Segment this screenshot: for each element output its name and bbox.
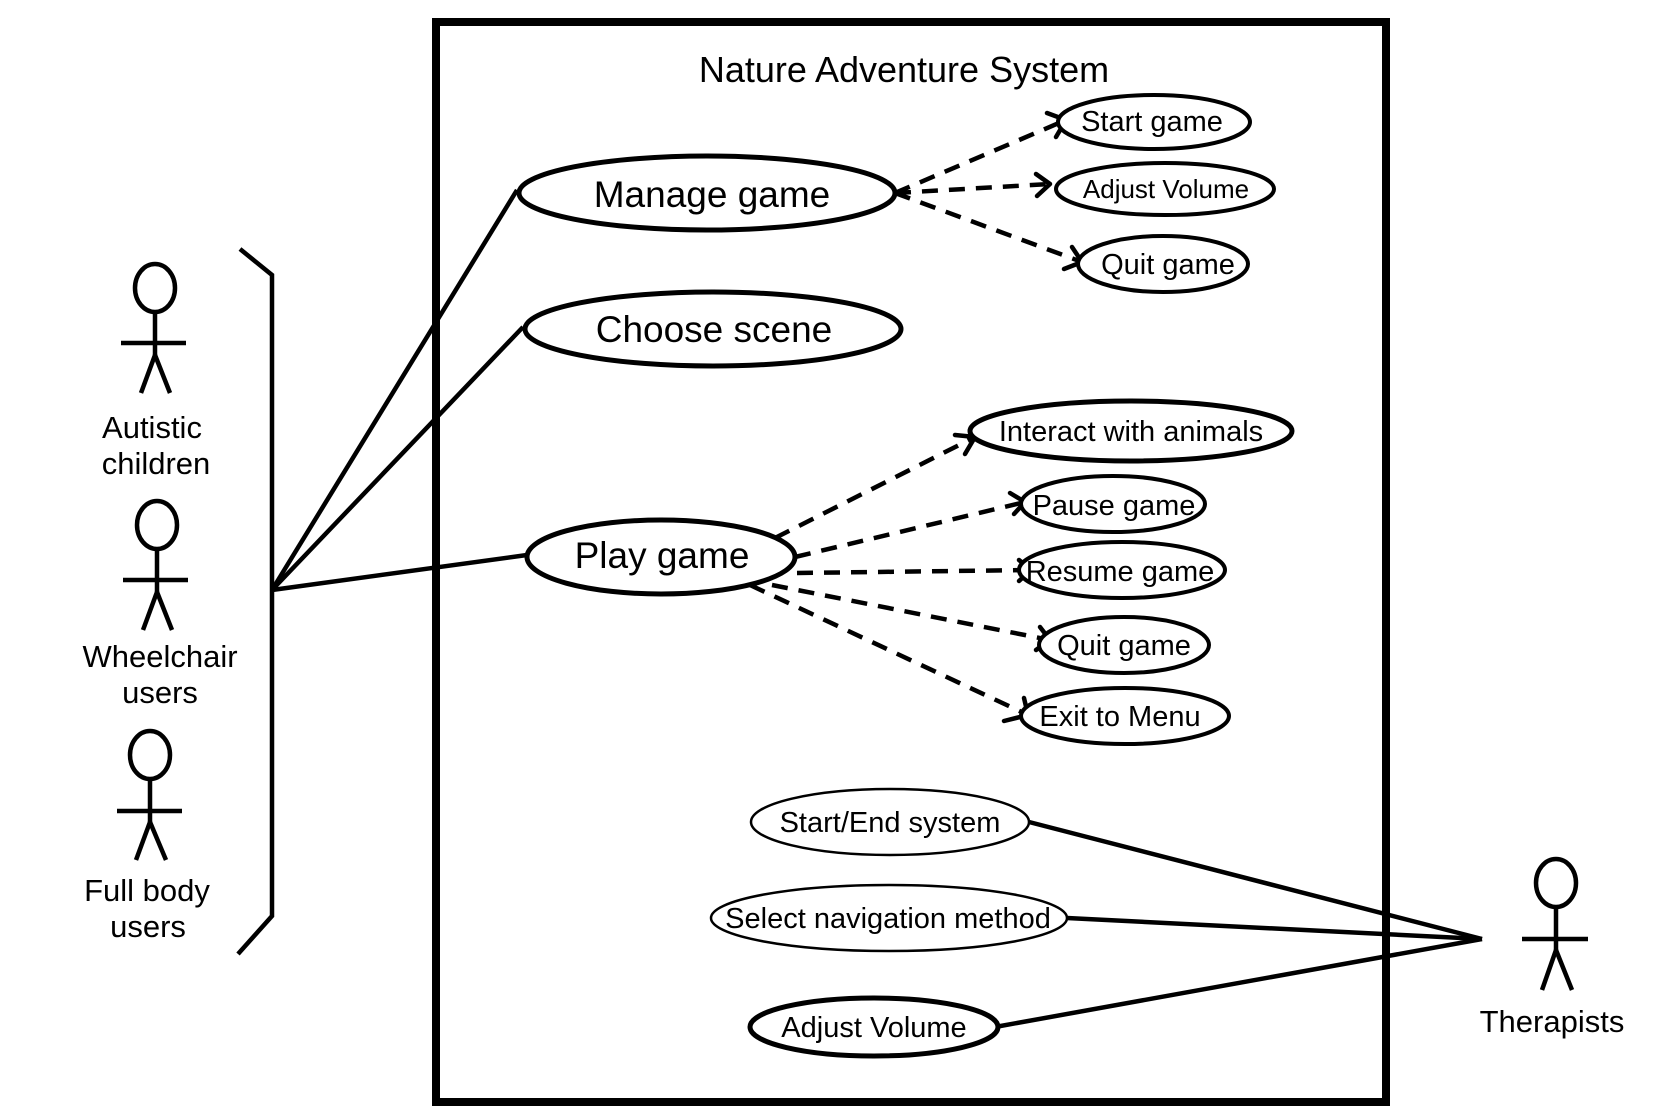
actor-group-bracket (236, 247, 275, 956)
use-case-exit-to-menu: Exit to Menu (1019, 686, 1231, 746)
association-users-manage-game (270, 188, 519, 592)
actor-label-line1: Autistic (102, 410, 202, 445)
actor-full-body-users: Full body users (84, 728, 210, 944)
relation-play-interact (773, 434, 977, 541)
relation-manage-start (894, 117, 1067, 196)
use-case-label: Resume game (1026, 556, 1215, 588)
actor-label-line2: users (122, 675, 198, 710)
use-case-pause-game: Pause game (1019, 474, 1207, 534)
relation-play-resume (796, 567, 1032, 576)
use-case-label: Select navigation method (725, 903, 1051, 935)
use-case-quit-game-play: Quit game (1037, 615, 1211, 675)
association-users-play-game (271, 552, 528, 593)
use-case-label: Start game (1081, 106, 1223, 138)
use-case-start-end-system: Start/End system (749, 787, 1031, 857)
use-case-manage-game: Manage game (516, 153, 898, 233)
association-therapists-volume (994, 936, 1483, 1030)
use-case-adjust-volume-game: Adjust Volume (1054, 161, 1276, 217)
use-case-label: Play game (575, 535, 750, 576)
use-case-label: Choose scene (596, 309, 833, 350)
arrowhead-adjust-volume (1033, 171, 1053, 199)
relation-manage-quit (894, 190, 1083, 265)
system-boundary (432, 18, 1390, 1106)
use-case-label: Adjust Volume (781, 1012, 966, 1044)
use-case-quit-game-manage: Quit game (1076, 234, 1250, 294)
actor-label-line1: Wheelchair (82, 639, 237, 674)
use-case-start-game: Start game (1056, 93, 1252, 151)
use-case-label: Pause game (1033, 490, 1196, 522)
stick-figure-icon (123, 498, 188, 631)
use-case-label: Start/End system (780, 807, 1001, 839)
use-case-label: Exit to Menu (1039, 701, 1200, 733)
system-title: Nature Adventure System (699, 49, 1109, 90)
association-therapists-start-end (1028, 819, 1483, 942)
association-therapists-navigation (1066, 915, 1483, 942)
use-case-label: Quit game (1057, 630, 1191, 662)
actor-label-line2: children (102, 446, 211, 481)
use-case-select-navigation: Select navigation method (709, 883, 1069, 953)
stick-figure-icon (121, 261, 186, 394)
actor-label-line2: users (110, 909, 186, 944)
actor-label: Therapists (1480, 1004, 1625, 1039)
use-case-play-game: Play game (524, 517, 798, 597)
actor-autistic-children: Autistic children (102, 261, 211, 481)
actor-therapists: Therapists (1480, 856, 1625, 1039)
actor-label-line1: Full body (84, 873, 210, 908)
stick-figure-icon (117, 728, 182, 861)
use-case-resume-game: Resume game (1017, 540, 1227, 600)
use-case-label: Adjust Volume (1083, 174, 1249, 204)
relation-manage-volume (894, 181, 1051, 196)
actor-wheelchair-users: Wheelchair users (82, 498, 238, 710)
use-case-adjust-volume-therapist: Adjust Volume (747, 995, 1001, 1059)
use-case-interact-animals: Interact with animals (967, 398, 1295, 464)
use-case-label: Quit game (1101, 249, 1235, 281)
relation-play-pause (794, 499, 1026, 560)
use-case-label: Manage game (594, 174, 831, 215)
use-case-choose-scene: Choose scene (522, 289, 904, 369)
stick-figure-icon (1522, 856, 1588, 991)
association-users-choose-scene (270, 325, 525, 592)
relation-play-exit (749, 582, 1029, 718)
relation-play-quit (771, 582, 1051, 643)
use-case-label: Interact with animals (999, 416, 1263, 448)
